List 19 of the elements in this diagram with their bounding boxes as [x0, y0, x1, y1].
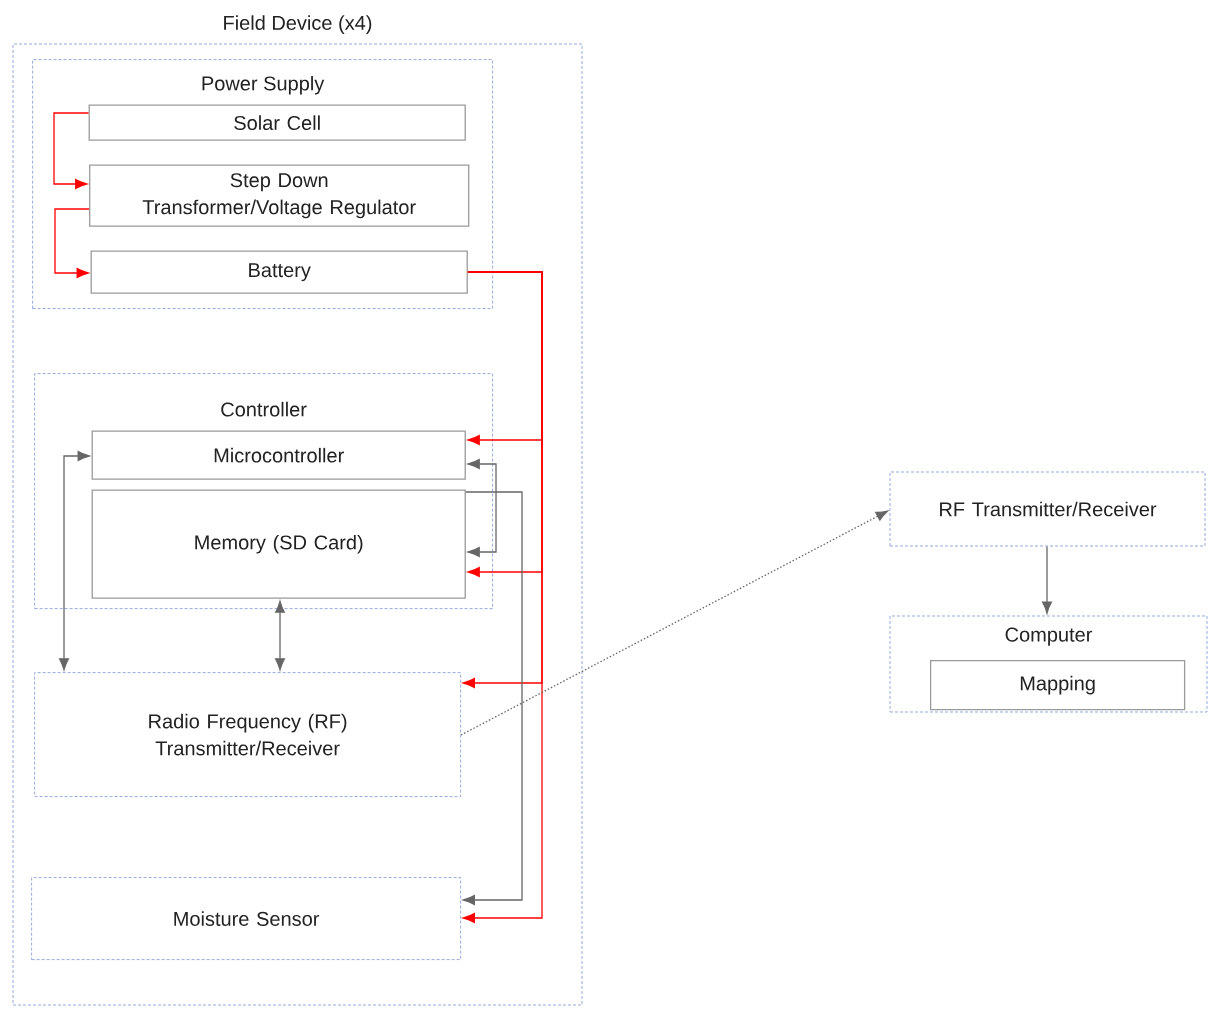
component-box: Microcontroller: [91, 430, 466, 480]
arrow: [1042, 545, 1052, 614]
arrow: [460, 510, 888, 736]
component-box: Moisture Sensor: [31, 877, 461, 960]
arrow: [467, 459, 497, 557]
component-box: Memory (SD Card): [91, 489, 466, 599]
arrow: [53, 112, 90, 189]
component-box: RF Transmitter/Receiver: [889, 471, 1206, 547]
arrow: [462, 491, 523, 905]
component-box: Radio Frequency (RF) Transmitter/Receiver: [34, 672, 461, 797]
arrow: [54, 208, 90, 278]
node-label: Field Device (x4): [224, 15, 372, 34]
arrow: [462, 271, 543, 923]
component-box: Battery: [90, 250, 468, 294]
component-box: Solar Cell: [88, 104, 466, 141]
arrow: [275, 600, 285, 671]
component-box: Mapping: [929, 659, 1186, 711]
arrow: [59, 451, 90, 671]
component-box: Step Down Transformer/Voltage Regulator: [89, 164, 470, 227]
